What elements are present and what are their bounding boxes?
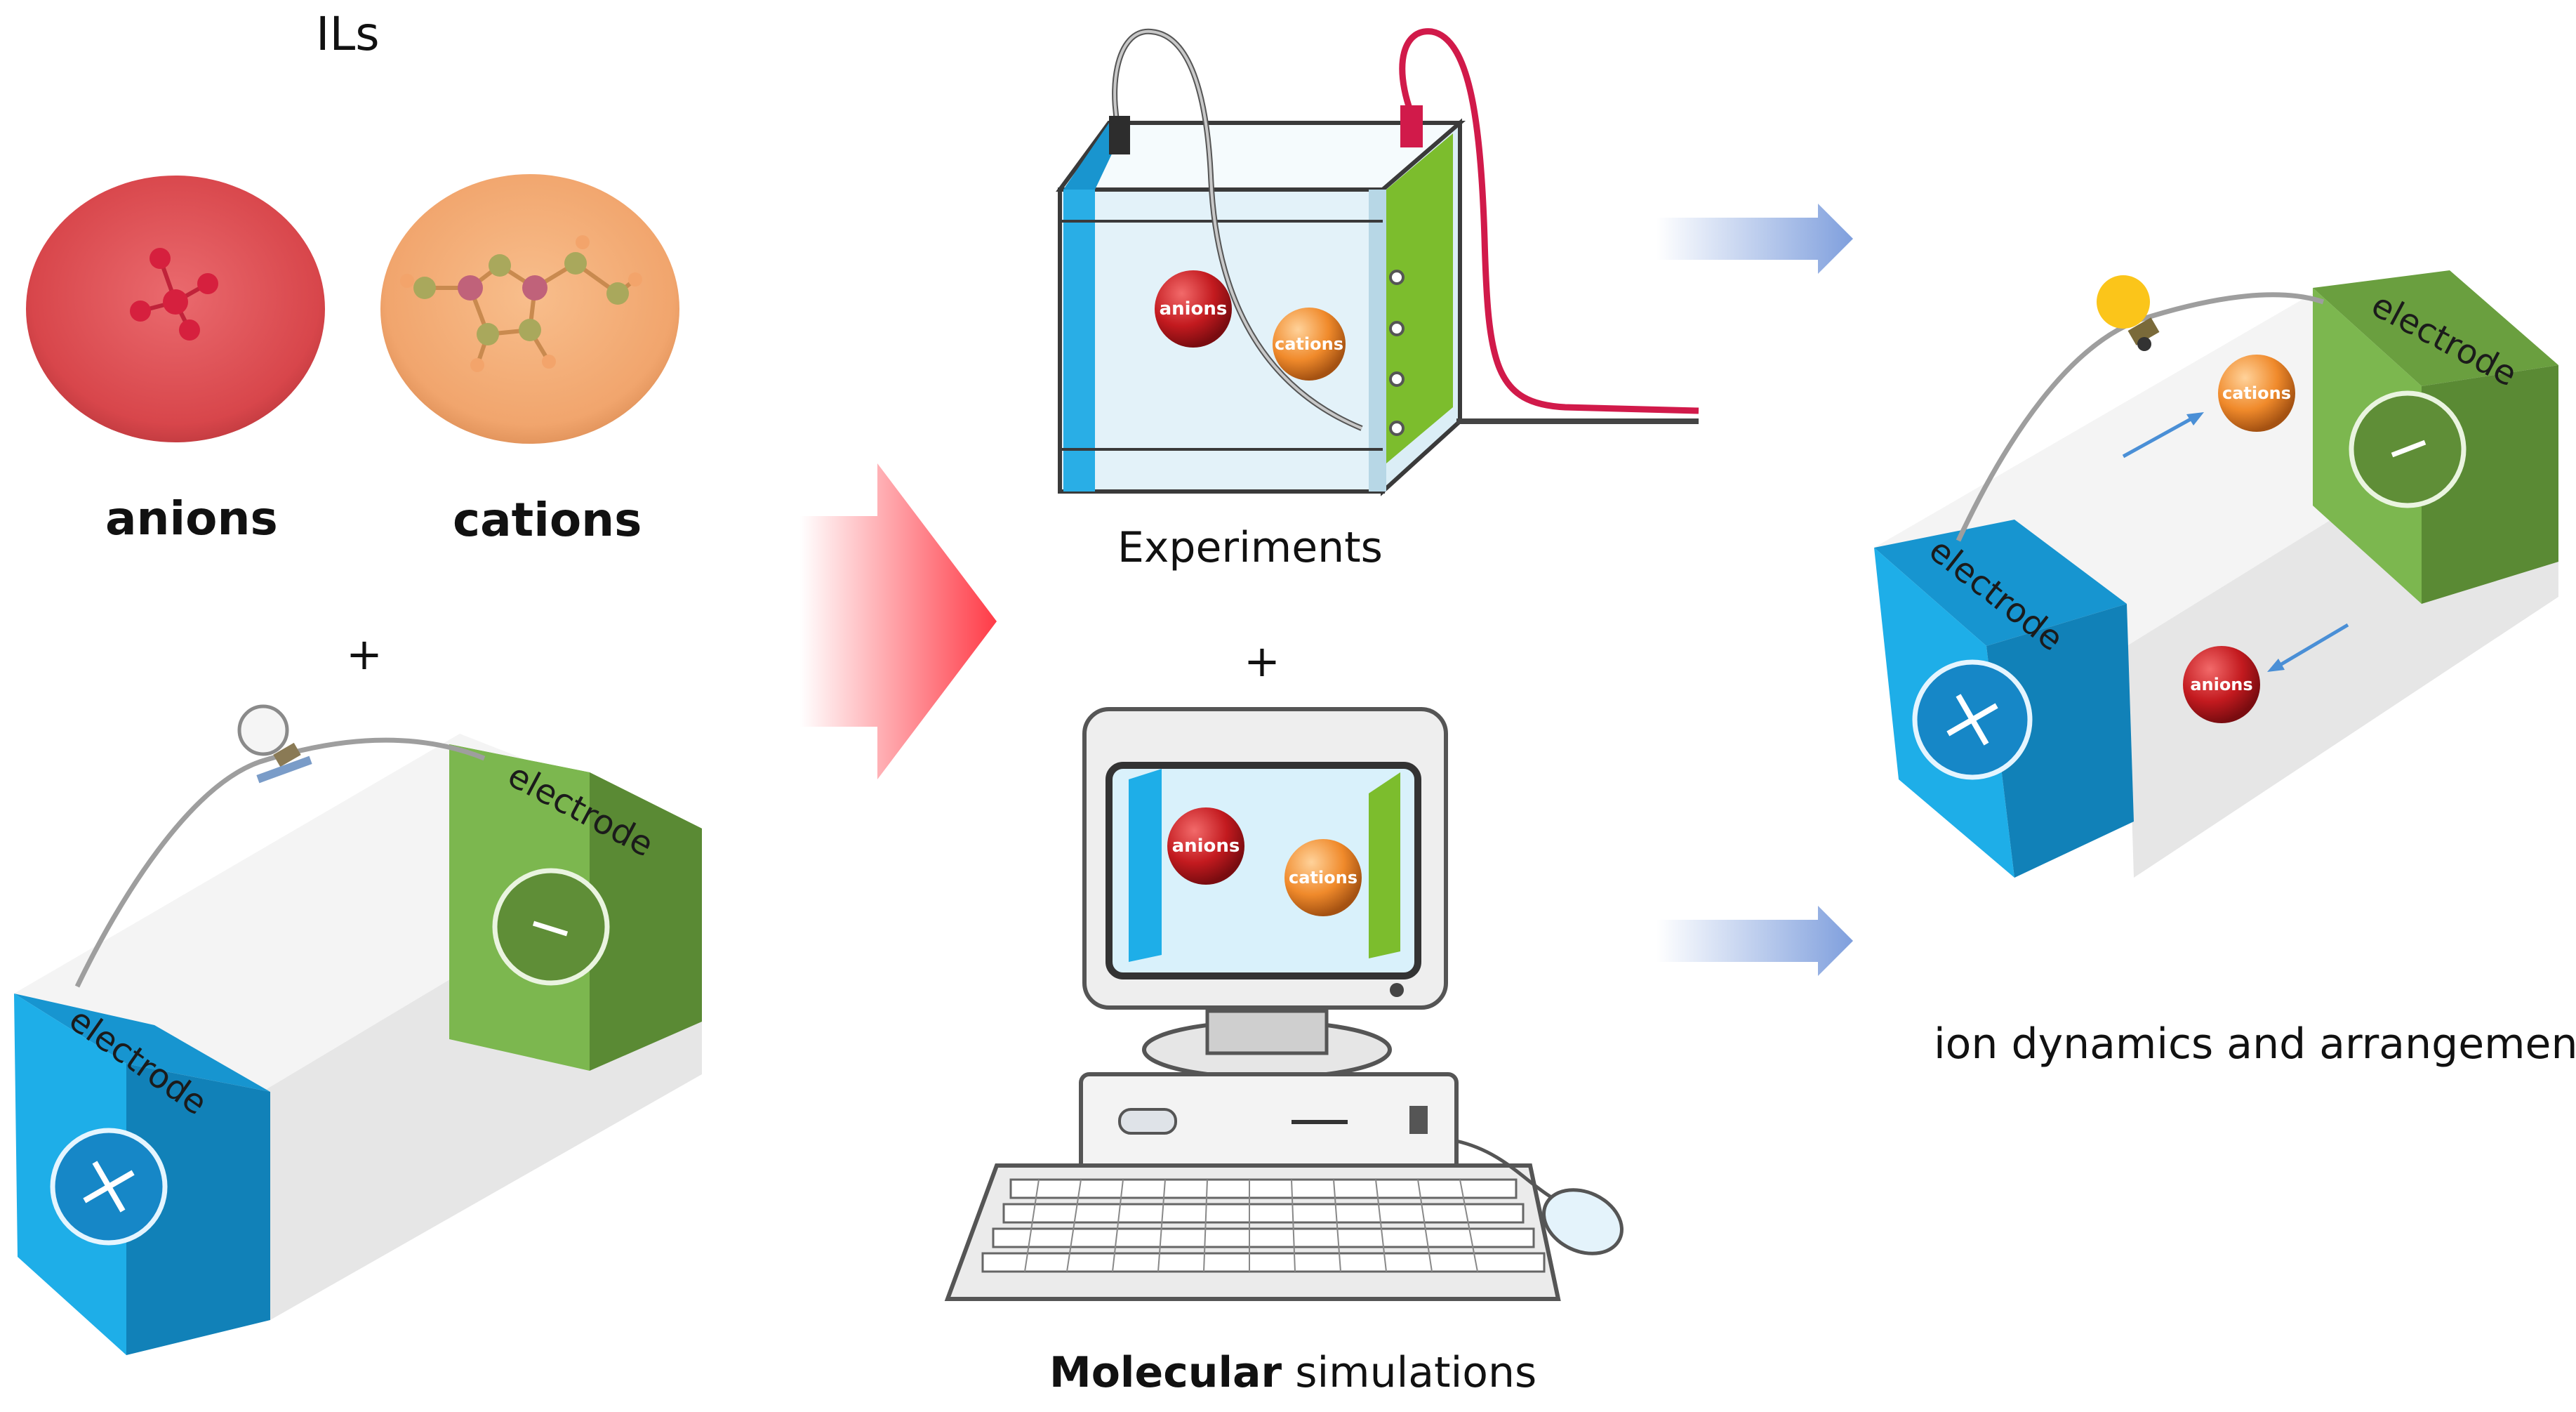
cation-tag-tank: cations [1275,334,1343,354]
anion-disc-icon [26,176,325,442]
cations-label: cations [453,493,642,547]
electrode-cell-right: cations anions electrode electrode [1874,270,2558,878]
big-arrow-icon [800,463,997,779]
cation-ball-tank [1273,308,1346,381]
plus-sign-middle: + [1244,635,1280,687]
cation-ball-screen [1284,839,1362,916]
electrode-cell-left: electrode electrode [14,704,702,1355]
molecular-simulations-label: Molecular simulations [1049,1348,1536,1397]
light-bulb-icon-left [237,704,312,784]
ils-title: ILs [316,7,380,61]
anions-label: anions [105,491,278,546]
anion-ball-tank [1155,270,1232,348]
experiment-tank-icon: anions cations [1056,28,1699,496]
computer-icon: anions cations [944,707,1624,1301]
molecular-word: Molecular [1049,1348,1282,1397]
anion-tag-tank: anions [1160,298,1228,319]
plus-sign-left: + [346,628,383,680]
simulations-word: simulations [1295,1348,1537,1397]
cation-disc-icon [380,174,679,444]
experiments-label: Experiments [1117,523,1383,572]
ion-dynamics-label: ion dynamics and arrangement [1934,1020,2576,1069]
cation-tag-screen: cations [1289,868,1357,888]
anion-ball-right [2183,646,2260,723]
cation-tag-right: cations [2222,383,2291,403]
anion-ball-screen [1167,807,1244,885]
light-bulb-icon-right [2097,275,2160,351]
arrow-icon-top [1657,204,1853,274]
arrow-icon-bottom [1657,906,1853,976]
anion-tag-screen: anions [1172,836,1240,857]
cation-ball-right [2218,355,2295,432]
anion-tag-right: anions [2190,675,2252,694]
